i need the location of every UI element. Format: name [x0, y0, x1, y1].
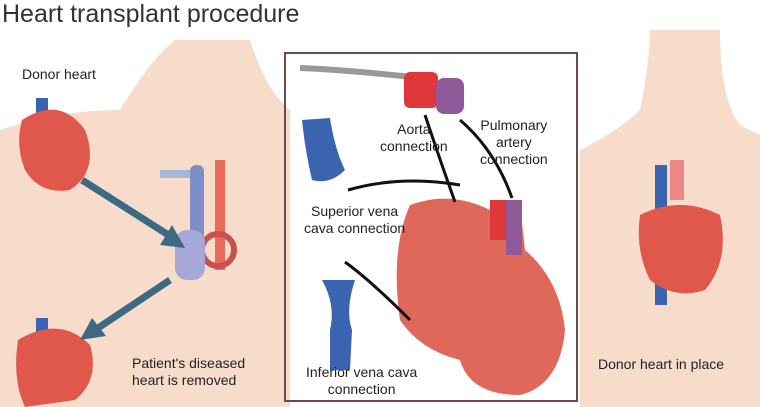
- label-donor-heart-in-place: Donor heart in place: [598, 356, 725, 372]
- inset-illustration: [299, 65, 565, 395]
- label-inferior-vena-cava-connection: Inferior vena cava connection: [306, 364, 417, 398]
- label-line: Patient's diseased: [132, 355, 246, 371]
- diseased-heart-image: [16, 318, 93, 407]
- arrow-donor-to-chest: [80, 177, 185, 248]
- page-title: Heart transplant procedure: [2, 0, 300, 28]
- label-line: connection: [480, 151, 548, 167]
- label-line: Inferior vena cava: [306, 364, 418, 380]
- label-aorta-connection: Aorta connection: [380, 121, 448, 155]
- label-line: Pulmonary: [480, 117, 548, 133]
- label-line: heart is removed: [132, 372, 237, 388]
- arrow-chest-to-removed: [80, 277, 172, 340]
- label-line: Superior vena: [311, 203, 399, 219]
- label-superior-vena-cava-connection: Superior vena cava connection: [304, 203, 405, 237]
- label-line: connection: [327, 381, 396, 397]
- label-line: cava connection: [304, 220, 406, 236]
- chest-vessels-left: [160, 160, 237, 280]
- donor-heart-image: [19, 98, 91, 191]
- transplanted-heart-image: [638, 160, 723, 305]
- label-pulmonary-artery-connection: Pulmonary artery connection: [480, 117, 548, 168]
- inset-arrows: [344, 114, 514, 322]
- label-line: connection: [380, 138, 448, 154]
- label-line: artery: [495, 134, 532, 150]
- label-diseased-heart-removed: Patient's diseased heart is removed: [132, 355, 245, 389]
- label-donor-heart: Donor heart: [22, 66, 96, 82]
- label-line: Aorta: [397, 121, 431, 137]
- procedure-inset-frame: [284, 52, 578, 402]
